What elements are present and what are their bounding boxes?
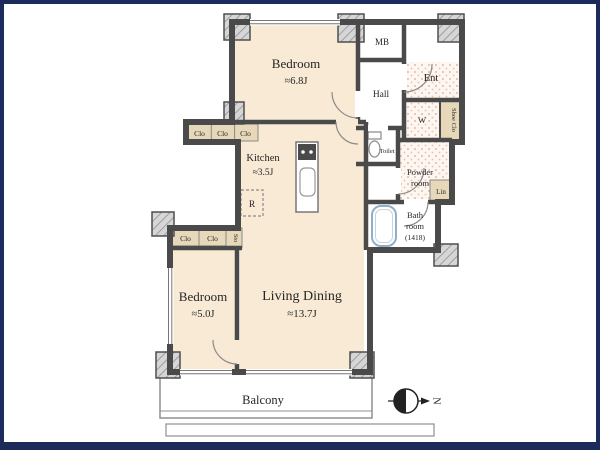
interior-walls [170, 20, 462, 372]
closet-label: Clo [207, 234, 218, 243]
bedroom-left-label: Bedroom [179, 289, 227, 304]
compass-needle [421, 397, 430, 405]
entrance-label: Ent [424, 73, 439, 84]
door-arcs [212, 63, 433, 365]
kitchen-size: ≈3.5J [253, 168, 274, 178]
bedroom-top-floor [234, 24, 356, 120]
compass-north-label: N [431, 397, 442, 404]
labels: Bedroom ≈6.8J MB Ent Hall Clo Clo Clo Ki… [179, 37, 457, 407]
kitchen-label: Kitchen [246, 153, 280, 164]
washer-label: W [418, 115, 426, 125]
bedroom-left-floor [172, 250, 236, 370]
stove-icon [298, 144, 316, 160]
closet-label: Clo [217, 129, 228, 138]
bathtub-icon [371, 205, 397, 247]
kitchen-counter [295, 141, 319, 213]
shoe-closet-label: Shoe Clo [450, 108, 457, 132]
closet-label: Clo [180, 234, 191, 243]
powder-room-label-2: room [411, 178, 429, 188]
toilet-label: Toilet [379, 148, 394, 155]
refrigerator-label: R [249, 200, 256, 210]
living-dining-label: Living Dining [262, 289, 342, 304]
column [223, 13, 251, 41]
closet-label: Clo [194, 129, 205, 138]
bath-label-2: room [406, 221, 424, 231]
meter-box-label: MB [375, 37, 389, 47]
windows [167, 19, 352, 376]
closet-label: Clo [240, 129, 251, 138]
hall-label: Hall [373, 90, 390, 100]
bedroom-left-size: ≈5.0J [192, 309, 215, 320]
powder-room-label-1: Powder [407, 167, 433, 177]
sink-icon [299, 167, 316, 197]
storage-label: Sto [232, 234, 238, 242]
washer-floor [404, 100, 440, 140]
bedroom-top-label: Bedroom [272, 56, 320, 71]
bath-label-3: (1418) [405, 233, 425, 242]
linen-label: Lin [436, 188, 446, 196]
compass: N [388, 388, 442, 414]
lower-ledge [165, 423, 435, 437]
exterior-walls [167, 19, 465, 375]
door-openings [234, 64, 428, 364]
bedroom-top-size: ≈6.8J [285, 76, 308, 87]
toilet-icon [367, 131, 382, 158]
bath-label-1: Bath [407, 210, 424, 220]
balcony-area [159, 373, 435, 437]
living-dining-size: ≈13.7J [287, 308, 317, 320]
balcony-label: Balcony [242, 393, 284, 407]
